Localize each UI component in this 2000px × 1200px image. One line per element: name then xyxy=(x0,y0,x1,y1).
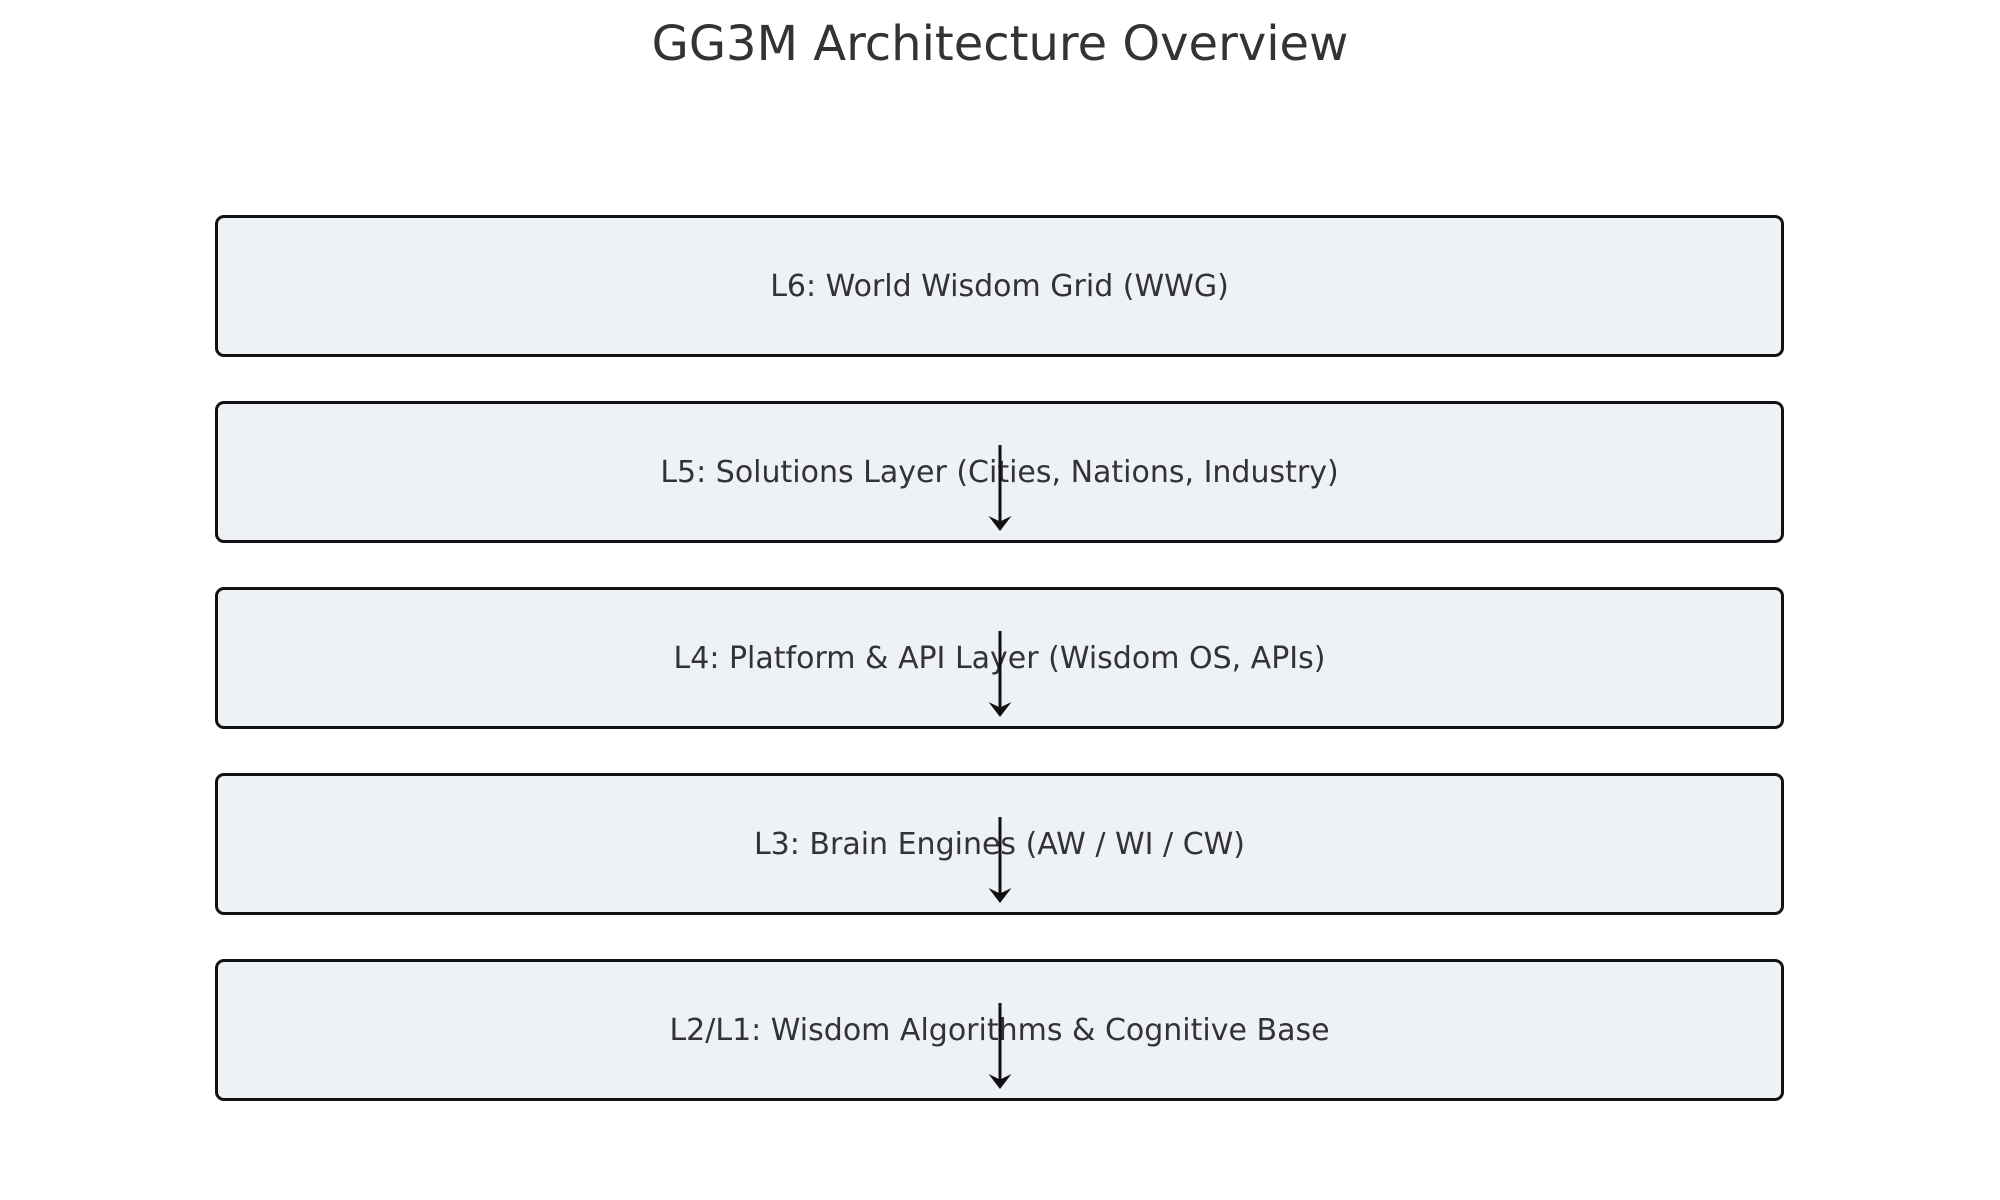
layer-box-l4: L4: Platform & API Layer (Wisdom OS, API… xyxy=(215,587,1784,729)
layer-label-l3: L3: Brain Engines (AW / WI / CW) xyxy=(753,826,1246,862)
layer-box-l3: L3: Brain Engines (AW / WI / CW) xyxy=(215,773,1784,915)
diagram-title: GG3M Architecture Overview xyxy=(651,16,1349,72)
layer-label-l2l1: L2/L1: Wisdom Algorithms & Cognitive Bas… xyxy=(669,1012,1330,1048)
layer-label-l4: L4: Platform & API Layer (Wisdom OS, API… xyxy=(673,640,1326,676)
layer-box-l2l1: L2/L1: Wisdom Algorithms & Cognitive Bas… xyxy=(215,959,1784,1101)
layer-box-l6: L6: World Wisdom Grid (WWG) xyxy=(215,215,1784,357)
layer-label-l5: L5: Solutions Layer (Cities, Nations, In… xyxy=(660,454,1339,490)
layer-label-l6: L6: World Wisdom Grid (WWG) xyxy=(770,268,1229,304)
layer-box-l5: L5: Solutions Layer (Cities, Nations, In… xyxy=(215,401,1784,543)
